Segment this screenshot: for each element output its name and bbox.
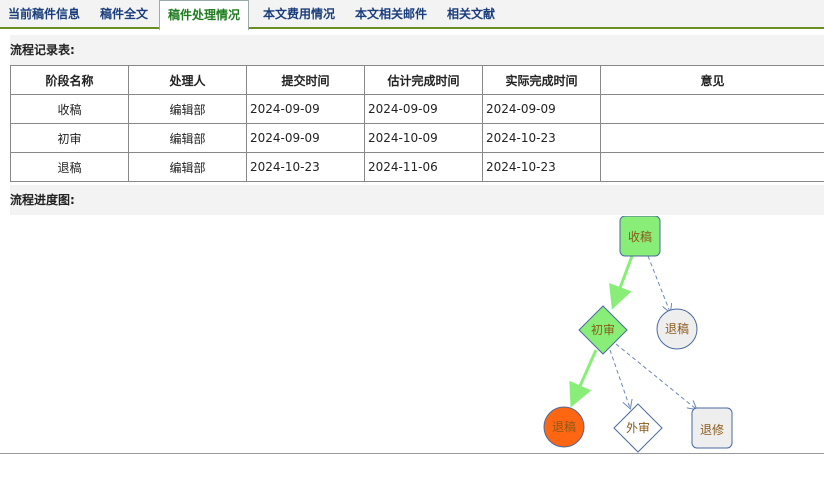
- cell-actual-completion: 2024-10-23: [482, 123, 601, 153]
- flow-node-external-review-label: 外审: [626, 420, 650, 435]
- cell-handler: 编辑部: [128, 123, 247, 153]
- cell-estimated-completion: 2024-10-09: [364, 123, 483, 153]
- cell-opinion: [600, 152, 824, 182]
- cell-handler: 编辑部: [128, 152, 247, 182]
- cell-stage: 初审: [10, 123, 129, 153]
- tab-article-fees[interactable]: 本文费用情况: [263, 7, 336, 21]
- edge-first-review-to-reject: [569, 349, 598, 408]
- flow-node-first-review: 初审: [578, 305, 628, 355]
- record-table: 阶段名称 处理人 提交时间 估计完成时间 实际完成时间 意见 收稿 编辑部 20…: [10, 65, 824, 182]
- cell-handler: 编辑部: [128, 94, 247, 124]
- cell-estimated-completion: 2024-11-06: [364, 152, 483, 182]
- flow-node-revise: 退修: [691, 407, 733, 449]
- cell-submit-time: 2024-09-09: [246, 94, 365, 124]
- edge-receive-to-reject: [647, 255, 670, 312]
- tab-manuscript-fulltext[interactable]: 稿件全文: [100, 7, 149, 21]
- flow-node-reject-final-label: 退稿: [552, 419, 576, 434]
- cell-actual-completion: 2024-10-23: [482, 152, 601, 182]
- record-table-title: 流程记录表:: [10, 35, 824, 65]
- tab-related-literature[interactable]: 相关文献: [447, 7, 496, 21]
- flow-progress-diagram: 收稿 退稿 初审 退稿 外审 退修: [543, 216, 733, 453]
- header-opinion: 意见: [600, 65, 824, 95]
- flow-node-receive-label: 收稿: [628, 229, 652, 244]
- cell-stage: 退稿: [10, 152, 129, 182]
- tab-bar: 当前稿件信息 稿件全文 稿件处理情况 本文费用情况 本文相关邮件 相关文献: [0, 0, 824, 30]
- edge-first-review-to-revise: [615, 343, 696, 409]
- table-header-row: 阶段名称 处理人 提交时间 估计完成时间 实际完成时间 意见: [10, 65, 824, 95]
- table-row: 退稿 编辑部 2024-10-23 2024-11-06 2024-10-23: [10, 152, 824, 182]
- header-estimated-completion: 估计完成时间: [364, 65, 483, 95]
- cell-submit-time: 2024-09-09: [246, 123, 365, 153]
- tab-related-emails[interactable]: 本文相关邮件: [355, 7, 428, 21]
- flow-node-receive: 收稿: [619, 216, 661, 257]
- flow-node-external-review: 外审: [613, 403, 663, 453]
- flow-node-reject-top-label: 退稿: [665, 321, 689, 336]
- flow-node-revise-label: 退修: [700, 422, 724, 437]
- cell-stage: 收稿: [10, 94, 129, 124]
- bottom-divider: [0, 453, 824, 454]
- cell-opinion: [600, 123, 824, 153]
- tab-current-manuscript-info[interactable]: 当前稿件信息: [8, 7, 81, 21]
- table-row: 收稿 编辑部 2024-09-09 2024-09-09 2024-09-09: [10, 94, 824, 124]
- flow-chart-title: 流程进度图:: [10, 185, 824, 215]
- header-stage-name: 阶段名称: [10, 65, 129, 95]
- flow-node-reject-top: 退稿: [656, 308, 698, 350]
- header-actual-completion: 实际完成时间: [482, 65, 601, 95]
- header-handler: 处理人: [128, 65, 247, 95]
- header-submit-time: 提交时间: [246, 65, 365, 95]
- flow-node-first-review-label: 初审: [591, 322, 615, 337]
- tab-manuscript-processing[interactable]: 稿件处理情况: [159, 0, 250, 30]
- cell-estimated-completion: 2024-09-09: [364, 94, 483, 124]
- edge-receive-to-first-review: [609, 255, 634, 310]
- edge-first-review-to-external: [609, 349, 630, 408]
- cell-submit-time: 2024-10-23: [246, 152, 365, 182]
- cell-opinion: [600, 94, 824, 124]
- flow-node-reject-final: 退稿: [543, 406, 585, 448]
- table-row: 初审 编辑部 2024-09-09 2024-10-09 2024-10-23: [10, 123, 824, 153]
- cell-actual-completion: 2024-09-09: [482, 94, 601, 124]
